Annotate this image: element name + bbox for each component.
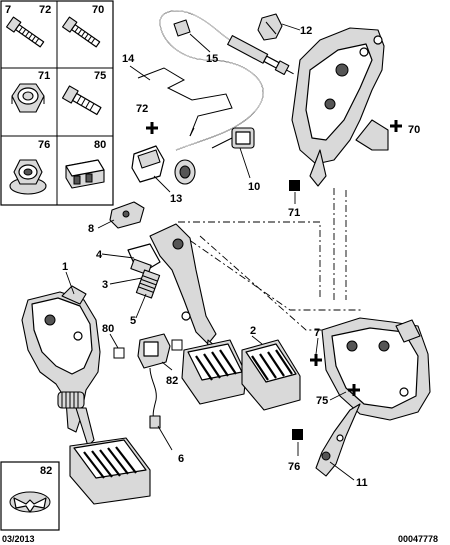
footer-date: 03/2013 [2,534,35,544]
callout-10: 10 [248,181,260,193]
callout-8: 8 [88,223,94,235]
pedal-position-sensor [137,333,171,429]
wire-clip-14 [137,67,233,137]
stop-light-switch [127,243,161,299]
callout-14: 14 [122,53,135,65]
footer-reference: 00047778 [398,534,438,544]
callout-75: 75 [316,395,328,407]
inset-82: 82 [0,461,60,531]
legend-label-76: 76 [38,139,50,151]
assembly-guide-lines [177,188,362,331]
legend-cell-76: 76 [9,139,50,195]
plus-marker-icon [390,120,402,132]
legend-label-70: 70 [92,4,104,16]
pedal-mount-plate [321,317,431,421]
callout-82: 82 [166,375,178,387]
callout-labels: 12 15 14 72 70 10 13 71 8 4 1 3 5 80 2 7… [62,25,420,489]
legend-label-71: 71 [38,70,50,82]
clutch-pedal-1 [21,285,151,505]
spring-clip-icon [9,491,51,513]
callout-7: 7 [314,327,320,339]
leader-lines [65,23,355,481]
callout-2: 2 [250,325,256,337]
clip-connector-icon [65,159,105,189]
bracket-clip-12 [257,13,283,41]
clutch-cable-assembly [159,10,294,185]
legend-cell-71: 71 [11,70,50,113]
fastener-legend: 7 72 70 71 [0,0,114,206]
callout-6: 6 [178,453,184,465]
hollow-square-marker-icon [171,339,183,351]
cable-adjuster-10 [174,127,255,185]
callout-12: 12 [300,25,312,37]
legend-label-72: 72 [39,4,51,16]
callout-3: 3 [102,279,108,291]
callout-13: 13 [170,193,182,205]
callout-11: 11 [356,477,368,489]
flange-bolt-icon [61,85,102,116]
hollow-square-marker-icon [113,347,125,359]
plus-marker-icon [310,354,322,366]
hex-nut-icon [11,83,45,113]
pedal-pad-brake [181,339,247,405]
callout-71: 71 [288,207,300,219]
bolt-icon [62,16,101,48]
legend-cell-75: 75 [61,70,106,116]
callout-72: 72 [136,103,148,115]
cable-clip-15 [173,19,191,37]
plus-marker-icon [348,384,360,396]
clip-13 [131,145,165,183]
legend-label-7: 7 [5,4,11,16]
return-lever-11 [315,403,361,477]
callout-70: 70 [408,124,420,136]
filled-square-marker-icon [292,429,303,440]
callout-5: 5 [130,315,136,327]
plus-marker-icon [146,122,158,134]
pedal-support-bracket [291,27,389,187]
legend-label-75: 75 [94,70,106,82]
legend-cell-80: 80 [65,139,106,189]
callout-4: 4 [96,249,103,261]
pedal-pad-rubber-2 [241,339,301,411]
inset-label-82: 82 [40,465,52,477]
legend-cell-7: 7 [5,4,45,48]
bolt-icon [6,16,45,48]
callout-15: 15 [206,53,218,65]
callout-1: 1 [62,261,68,273]
switch-bracket-8 [109,201,145,229]
callout-76: 76 [288,461,300,473]
return-spring [57,391,85,409]
brake-pedal [149,223,247,405]
legend-cell-70: 70 [62,4,104,48]
filled-square-marker-icon [289,180,300,191]
cable-sleeve [227,35,294,76]
callout-80: 80 [102,323,114,335]
pedal-pad-1 [69,437,151,505]
flange-nut-icon [9,159,47,195]
legend-label-80: 80 [94,139,106,151]
